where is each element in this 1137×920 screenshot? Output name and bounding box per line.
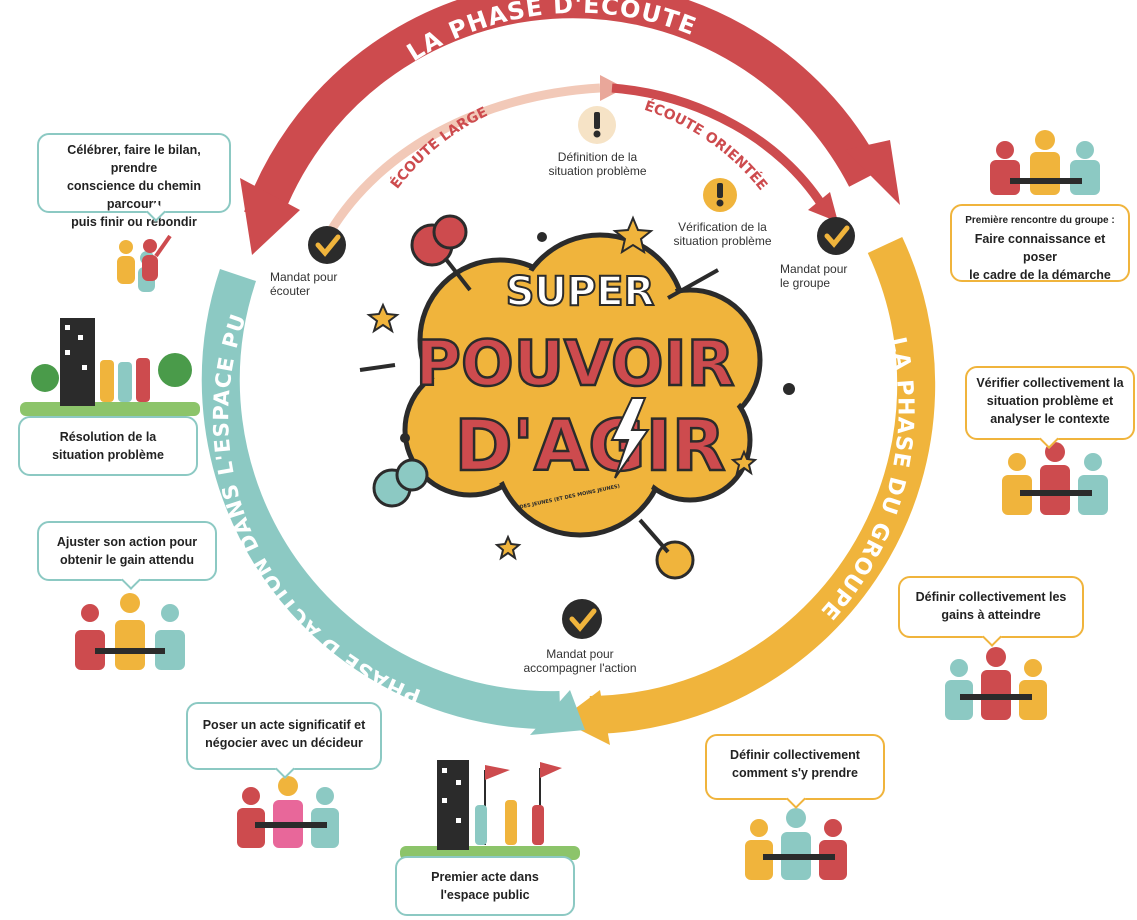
bubble-premiere-rencontre: Première rencontre du groupe : Faire con… bbox=[950, 204, 1130, 282]
ecoute-arc-arrowhead-right bbox=[845, 140, 900, 205]
verification-exclamation-icon bbox=[703, 178, 737, 212]
ecoute-large-label: ÉCOUTE LARGE bbox=[387, 104, 490, 192]
ecoute-large-arrow bbox=[326, 83, 601, 235]
logo-dagir: D'AGIR bbox=[454, 405, 725, 487]
resolution-illustration bbox=[20, 318, 200, 416]
bubble-ajuster: Ajuster son action pour obtenir le gain … bbox=[37, 521, 217, 590]
celebration-people-icon bbox=[117, 234, 172, 292]
meeting-gains-icon bbox=[945, 647, 1047, 720]
mandat-groupe-label: Mandat pour le groupe bbox=[780, 262, 848, 290]
first-action-illustration bbox=[400, 760, 580, 860]
meeting-bottom-right-icon bbox=[745, 808, 847, 880]
ecoute-orientee-arrow bbox=[611, 83, 826, 208]
mandat-action-check-icon bbox=[562, 599, 602, 639]
logo-cloud bbox=[402, 232, 763, 538]
bubble-resolution: Résolution de la situation problème bbox=[18, 416, 198, 476]
action-arc-arrowhead bbox=[530, 690, 585, 735]
ecoute-arc-arrowhead-left bbox=[240, 178, 300, 255]
action-arc bbox=[201, 268, 561, 730]
mandat-ecouter-check-icon bbox=[308, 226, 346, 264]
definition-exclamation-icon bbox=[578, 106, 616, 144]
bubble-premier-acte: Premier acte dans l'espace public bbox=[395, 856, 575, 916]
bubble-gains: Définir collectivement les gains à attei… bbox=[898, 576, 1084, 647]
bubble-verifier: Vérifier collectivement la situation pro… bbox=[965, 366, 1135, 449]
bubble-poser: Poser un acte significatif et négocier a… bbox=[186, 702, 382, 779]
logo-puff-teal bbox=[372, 458, 429, 508]
meeting-left-icon bbox=[75, 593, 185, 670]
star-icon bbox=[366, 215, 758, 561]
logo-puff-orange bbox=[638, 518, 695, 580]
definition-label: Définition de la situation problème bbox=[548, 150, 647, 178]
bubble-comment: Définir collectivement comment s'y prend… bbox=[705, 734, 885, 809]
logo-pouvoir: POUVOIR bbox=[416, 327, 735, 400]
bubble-celebrer: Célébrer, faire le bilan, prendre consci… bbox=[37, 133, 231, 229]
groupe-arc bbox=[589, 236, 936, 734]
meeting-top-right-icon bbox=[990, 130, 1100, 195]
meeting-bottom-left-icon bbox=[237, 776, 339, 848]
ecoute-orientee-arrowhead bbox=[808, 192, 838, 222]
decor-dots bbox=[359, 232, 795, 443]
mandat-groupe-check-icon bbox=[817, 217, 855, 255]
groupe-arc-arrowhead bbox=[560, 690, 610, 745]
mandat-action-label: Mandat pour accompagner l'action bbox=[523, 647, 637, 675]
ecoute-arc bbox=[244, 0, 883, 225]
lightning-icon bbox=[610, 397, 650, 479]
verification-label: Vérification de la situation problème bbox=[673, 220, 772, 248]
mandat-ecouter-label: Mandat pour écouter bbox=[270, 270, 338, 298]
logo-puff-red bbox=[410, 214, 472, 292]
meeting-right-icon bbox=[1002, 442, 1108, 515]
logo-super: SUPER bbox=[506, 269, 655, 315]
